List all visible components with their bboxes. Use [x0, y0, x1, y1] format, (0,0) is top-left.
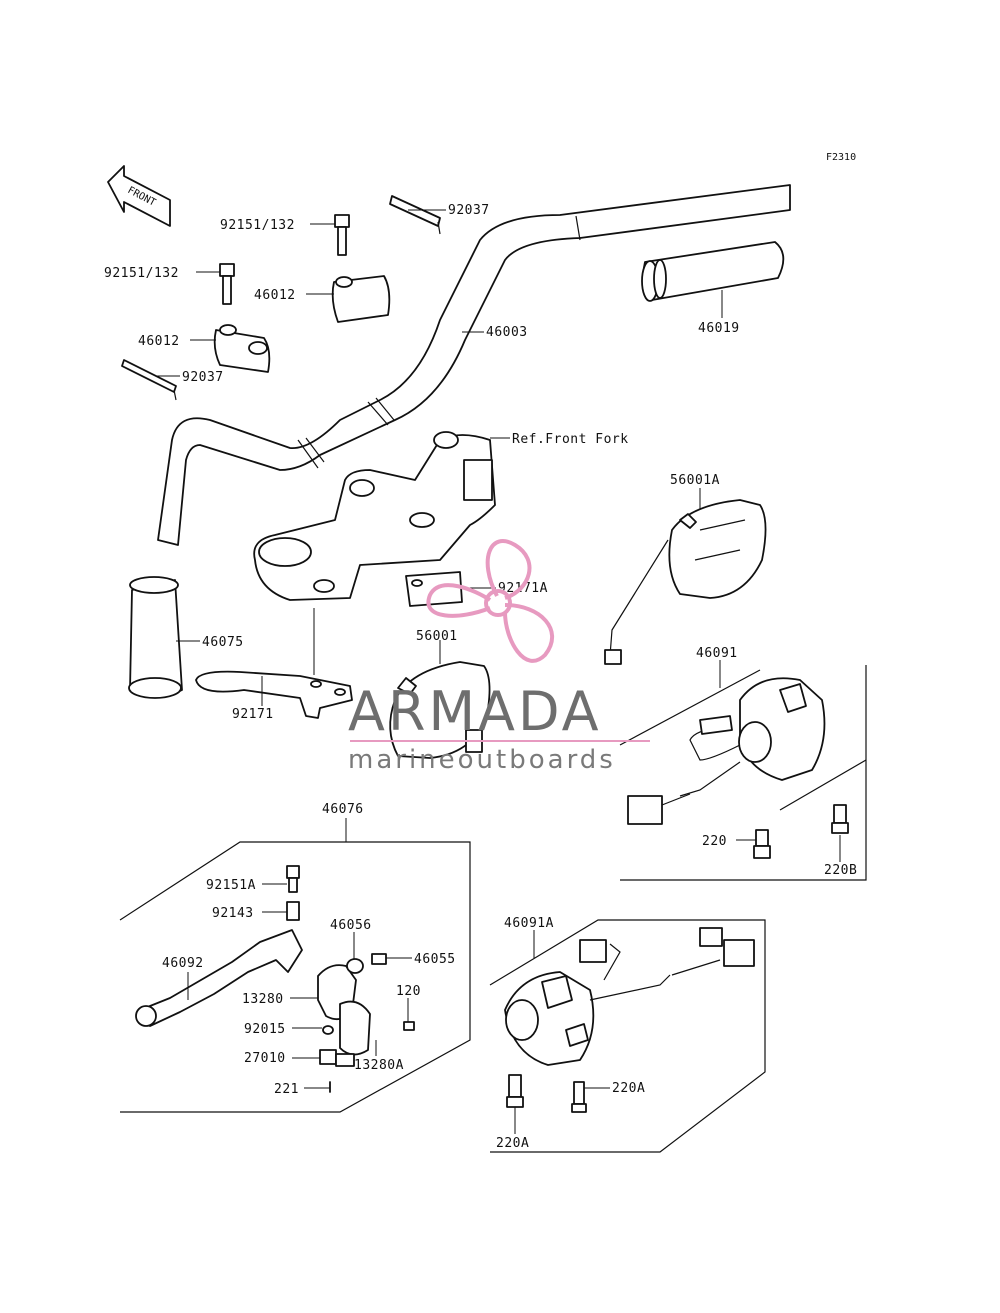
bracket-92171	[195, 670, 353, 719]
bolt-46055	[371, 953, 387, 965]
left-switch-housing	[504, 927, 755, 1066]
label-220A-right: 220A	[612, 1081, 645, 1096]
figure-code: F2310	[826, 152, 856, 163]
screw-220B	[831, 804, 849, 834]
label-46003: 46003	[486, 325, 528, 340]
label-13280A: 13280A	[354, 1058, 404, 1073]
label-46092: 46092	[162, 956, 204, 971]
bolt-92151-upper	[334, 214, 350, 256]
label-92171: 92171	[232, 707, 274, 722]
watermark-brand: ARMADA	[348, 680, 602, 743]
label-92151-132-lower: 92151/132	[104, 266, 179, 281]
clutch-lever	[135, 929, 303, 1027]
label-56001: 56001	[416, 629, 458, 644]
watermark-tagline: marineoutboards	[348, 745, 616, 775]
label-46012-upper: 46012	[254, 288, 296, 303]
handlebar	[157, 184, 791, 546]
propeller-logo-icon	[426, 539, 555, 663]
nut-46056	[346, 958, 364, 974]
bolt-92151-lower	[219, 263, 235, 305]
label-46056: 46056	[330, 918, 372, 933]
label-46076: 46076	[322, 802, 364, 817]
throttle-grip	[641, 241, 785, 302]
label-120: 120	[396, 984, 421, 999]
label-13280: 13280	[242, 992, 284, 1007]
front-arrow-icon: FRONT	[107, 165, 171, 227]
label-46075: 46075	[202, 635, 244, 650]
label-92151A: 92151A	[206, 878, 256, 893]
box-46091A	[489, 919, 766, 1153]
box-46091	[620, 665, 867, 881]
bolt-92151A	[286, 865, 300, 893]
label-92015: 92015	[244, 1022, 286, 1037]
label-220B: 220B	[824, 863, 857, 878]
clamp-band-lower	[121, 359, 177, 401]
box-46076	[119, 841, 471, 1113]
label-46019: 46019	[698, 321, 740, 336]
collar-92143	[286, 901, 300, 921]
label-46091A: 46091A	[504, 916, 554, 931]
label-92143: 92143	[212, 906, 254, 921]
clamp-band-upper	[389, 195, 441, 235]
left-grip	[128, 576, 183, 699]
ref-front-fork-label: Ref.Front Fork	[512, 432, 629, 447]
upper-bracket	[253, 431, 496, 601]
label-56001A: 56001A	[670, 473, 720, 488]
holder-upper-right	[331, 275, 391, 323]
label-220A-left: 220A	[496, 1136, 529, 1151]
label-92037-upper: 92037	[448, 203, 490, 218]
watermark: ARMADA marineoutboards	[348, 539, 650, 775]
lever-bracket	[317, 964, 371, 1056]
mirror-left	[389, 661, 491, 759]
screw-220A-left	[506, 1074, 524, 1108]
leader-lines	[156, 209, 841, 1134]
label-221: 221	[274, 1082, 299, 1097]
part-labels: 92037 92151/132 92151/132 46012 46012 92…	[104, 203, 857, 1151]
label-46055: 46055	[414, 952, 456, 967]
label-92151-132-upper: 92151/132	[220, 218, 295, 233]
label-27010: 27010	[244, 1051, 286, 1066]
label-92037-lower: 92037	[182, 370, 224, 385]
right-switch-housing	[627, 677, 826, 825]
label-46091: 46091	[696, 646, 738, 661]
holder-upper-left	[213, 324, 271, 373]
label-220: 220	[702, 834, 727, 849]
screw-220	[753, 829, 771, 859]
label-46012-lower: 46012	[138, 334, 180, 349]
screw-220A-right	[571, 1081, 587, 1113]
mirror-right	[604, 499, 767, 665]
switch-27010	[319, 1049, 355, 1067]
screw-120	[403, 1021, 415, 1031]
